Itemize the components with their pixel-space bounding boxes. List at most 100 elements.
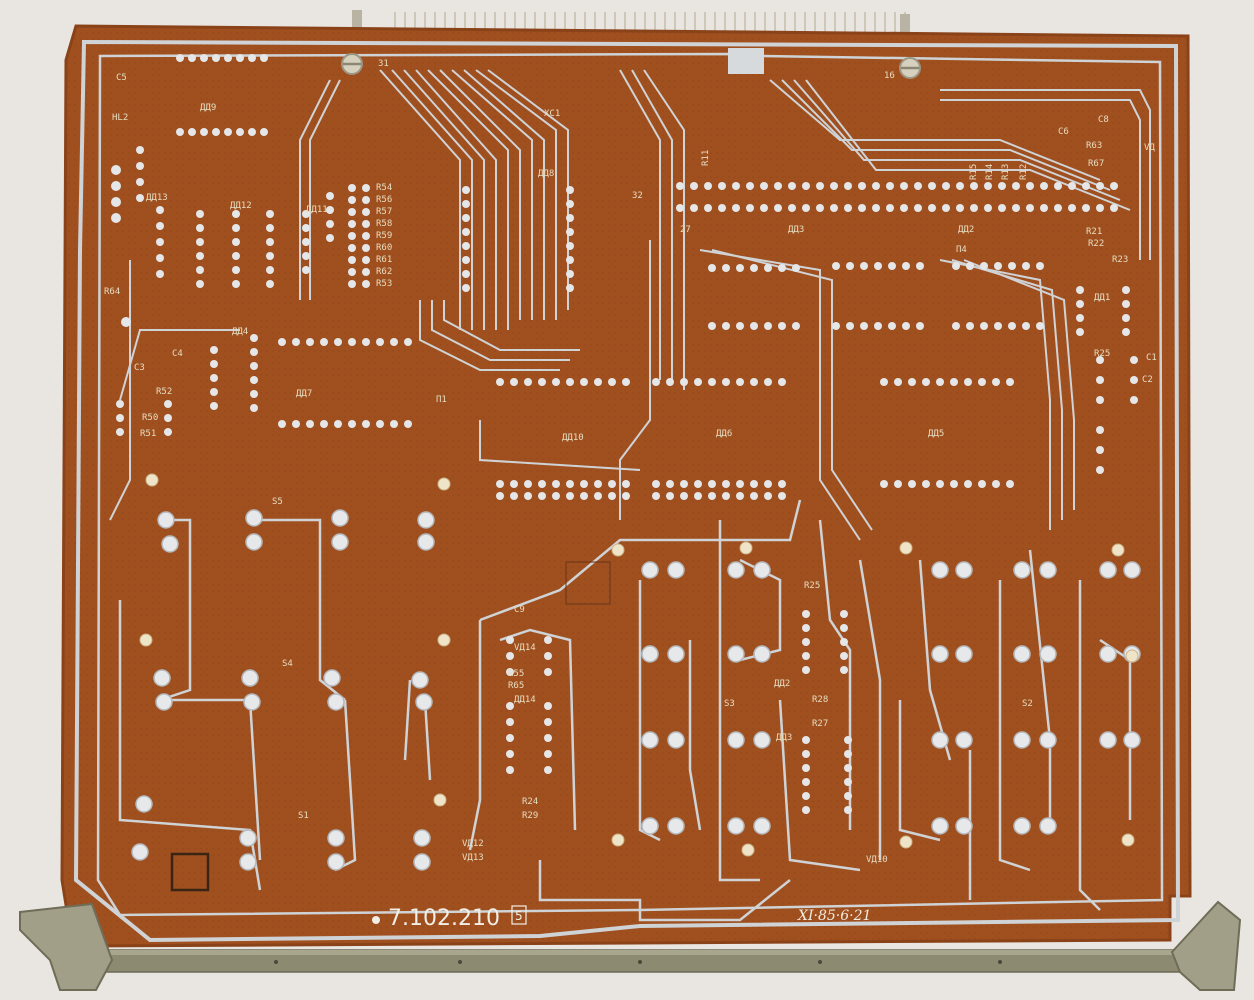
label-vd14: VД14 xyxy=(514,643,536,653)
ground-trace-outer xyxy=(73,39,1181,943)
label-r22: R22 xyxy=(1088,239,1104,249)
label-r65: R65 xyxy=(508,681,524,691)
label-r64: R64 xyxy=(104,287,120,297)
label-c9: C9 xyxy=(514,605,525,615)
label-c6: C6 xyxy=(1058,127,1069,137)
chip-pads-dd12-dd11 xyxy=(196,192,334,288)
signal-trace-bundle-top xyxy=(109,69,1151,541)
label-vd-right: VД xyxy=(1144,143,1155,153)
mounting-screw-left xyxy=(341,53,363,75)
label-s5: S5 xyxy=(272,497,283,507)
label-s3: S3 xyxy=(724,699,735,709)
label-p4: П4 xyxy=(956,245,967,255)
label-dd7: ДД7 xyxy=(296,389,312,399)
resistor-pads-column xyxy=(348,184,370,288)
revision-mark: 5 xyxy=(515,909,523,923)
label-r14: R14 xyxy=(985,164,995,180)
chip-pads-dd9 xyxy=(176,54,268,136)
inspection-stamp-center xyxy=(565,561,611,605)
label-s2: S2 xyxy=(1022,699,1033,709)
label-r15: R15 xyxy=(969,164,979,180)
label-pin-32: 32 xyxy=(632,191,643,201)
inspection-stamp-bottom xyxy=(170,852,210,892)
label-dd9: ДД9 xyxy=(200,103,216,113)
chip-pads-right-column xyxy=(1076,286,1138,474)
label-r24: R24 xyxy=(522,797,538,807)
label-dd4: ДД4 xyxy=(232,327,248,337)
label-r11: R11 xyxy=(701,150,711,166)
label-r53: R53 xyxy=(376,279,392,289)
label-c4: C4 xyxy=(172,349,183,359)
label-r13: R13 xyxy=(1001,164,1011,180)
unpopulated-holes xyxy=(139,473,1139,857)
label-vd10: VД10 xyxy=(866,855,888,865)
card-ejector-rail xyxy=(91,949,1193,973)
ejector-handle-left xyxy=(19,902,114,991)
label-xc1: XC1 xyxy=(544,109,560,119)
label-dd6: ДД6 xyxy=(716,429,732,439)
label-p1: П1 xyxy=(436,395,447,405)
label-dd2-bottom: ДД2 xyxy=(774,679,790,689)
chip-pads-lower-middle xyxy=(506,610,852,814)
label-dd13: ДД13 xyxy=(146,193,168,203)
label-vd12: VД12 xyxy=(462,839,484,849)
label-r28: R28 xyxy=(812,695,828,705)
label-dd11: ДД11 xyxy=(306,205,328,215)
label-dd8: ДД8 xyxy=(538,169,554,179)
label-s1: S1 xyxy=(298,811,309,821)
label-r58: R58 xyxy=(376,219,392,229)
label-r67: R67 xyxy=(1088,159,1104,169)
date-code: XI·85·6·21 xyxy=(797,908,871,924)
connector-guide-right xyxy=(900,14,910,34)
label-r59: R59 xyxy=(376,231,392,241)
label-c1: C1 xyxy=(1146,353,1157,363)
chip-pads-top-row xyxy=(676,182,1118,212)
chip-pads-mid-rows xyxy=(708,262,1044,330)
chip-pads-dd13 xyxy=(111,146,164,278)
label-r60: R60 xyxy=(376,243,392,253)
label-r29: R29 xyxy=(522,811,538,821)
chip-pads-dd8 xyxy=(462,186,574,292)
top-metal-tab xyxy=(728,48,764,74)
label-pin-16: 16 xyxy=(884,71,895,81)
label-r51: R51 xyxy=(140,429,156,439)
label-dd3-top: ДД3 xyxy=(788,225,804,235)
part-number: 7.102.210 xyxy=(388,906,500,931)
label-s4: S4 xyxy=(282,659,293,669)
label-r12: R12 xyxy=(1019,164,1029,180)
label-dd10: ДД10 xyxy=(562,433,584,443)
label-pin-27: 27 xyxy=(680,225,691,235)
label-r52: R52 xyxy=(156,387,172,397)
label-c2: C2 xyxy=(1142,375,1153,385)
label-dd5: ДД5 xyxy=(928,429,944,439)
label-r50: R50 xyxy=(142,413,158,423)
revision-mark-box xyxy=(511,905,527,925)
label-dd1: ДД1 xyxy=(1094,293,1110,303)
ejector-handle-right xyxy=(1170,900,1242,991)
label-dd14: ДД14 xyxy=(514,695,536,705)
part-number-dot xyxy=(372,916,380,924)
label-r25-right: R25 xyxy=(1094,349,1110,359)
mounting-screw-right xyxy=(899,57,921,79)
label-r27: R27 xyxy=(812,719,828,729)
label-dd2-top: ДД2 xyxy=(958,225,974,235)
label-r61: R61 xyxy=(376,255,392,265)
label-c3: C3 xyxy=(134,363,145,373)
label-dd12: ДД12 xyxy=(230,201,252,211)
label-dd3-bottom: ДД3 xyxy=(776,733,792,743)
label-pin-31: 31 xyxy=(378,59,389,69)
label-r56: R56 xyxy=(376,195,392,205)
silkscreen-labels: ДД9 ДД13 ДД12 ДД11 ДД8 ДД7 ДД4 ДД10 ДД6 … xyxy=(104,59,1157,865)
label-r23: R23 xyxy=(1112,255,1128,265)
label-hl2: HL2 xyxy=(112,113,128,123)
label-r62: R62 xyxy=(376,267,392,277)
label-r63: R63 xyxy=(1086,141,1102,151)
label-r55: R55 xyxy=(508,669,524,679)
label-r54: R54 xyxy=(376,183,392,193)
chip-pads-dd4 xyxy=(116,317,258,436)
chip-pads-large-rows xyxy=(278,338,1014,500)
label-r21: R21 xyxy=(1086,227,1102,237)
connector-guide-left xyxy=(352,10,362,34)
label-r57: R57 xyxy=(376,207,392,217)
